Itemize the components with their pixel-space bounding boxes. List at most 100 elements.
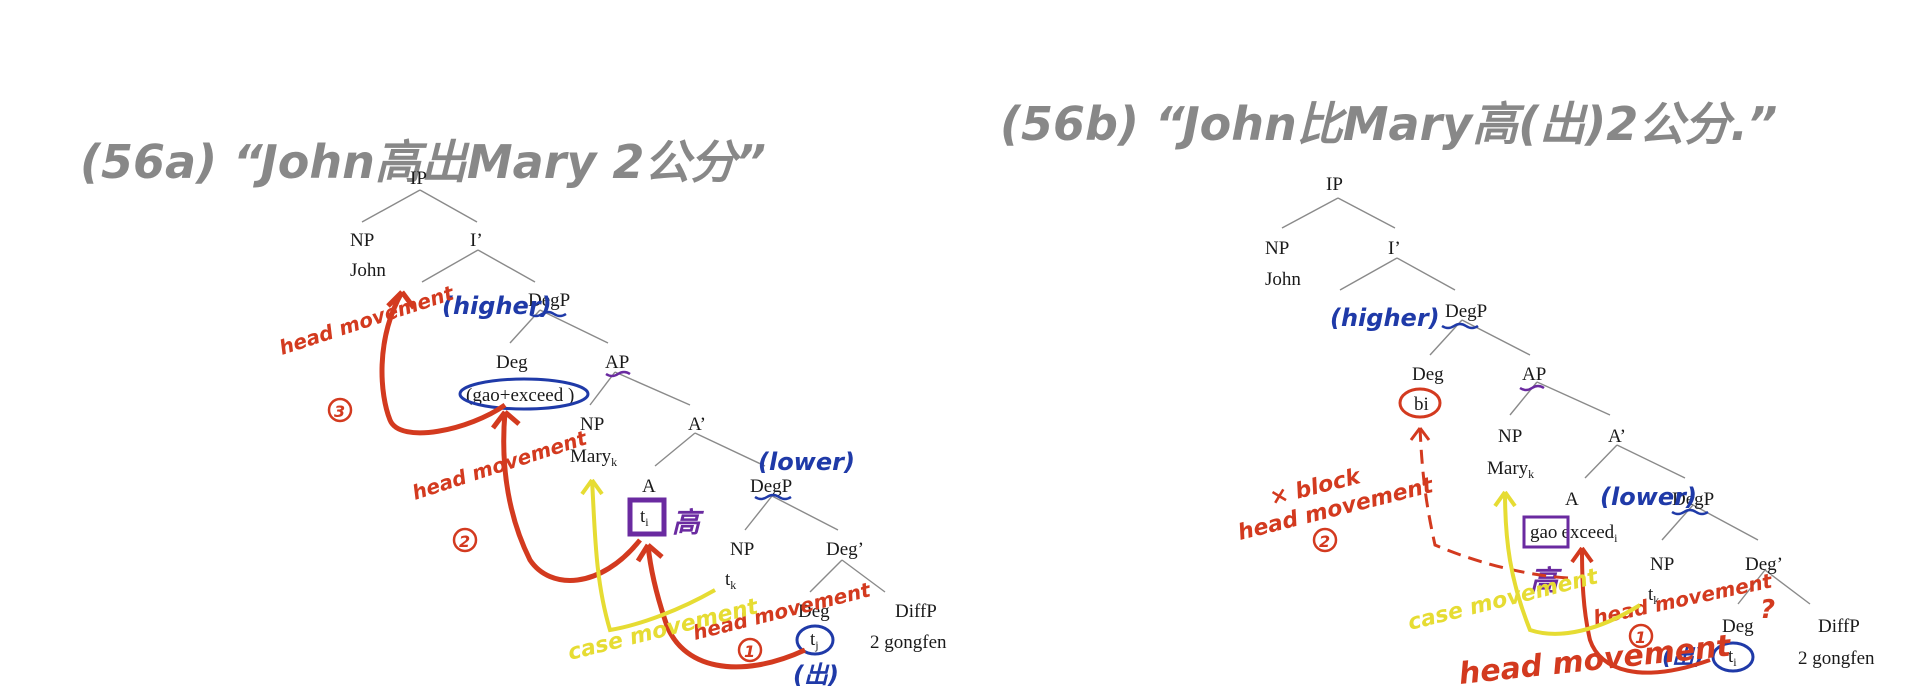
right-arrowhead-1 (1570, 546, 1594, 564)
left-arrowhead-2 (491, 410, 521, 430)
right-ap-squiggle (1519, 384, 1545, 392)
right-node-diffp: DiffP (1818, 616, 1860, 637)
right-node-ibar: I’ (1388, 238, 1401, 259)
right-node-ip: IP (1326, 174, 1343, 195)
left-note-gao: 高 (672, 506, 705, 539)
left-note-num-2: 2 (459, 532, 470, 551)
right-heading: (56b) “John比Mary高(出)2公分.” (1000, 97, 1777, 151)
right-blocked-arrowhead (1409, 427, 1431, 441)
left-node-john: John (350, 260, 386, 281)
right-degp2-squiggle (1671, 508, 1709, 516)
right-note-case-movement: case movement (1405, 564, 1602, 636)
left-degp2-squiggle (754, 493, 792, 501)
right-node-degp: DegP (1445, 301, 1487, 322)
left-node-ap: AP (605, 352, 629, 373)
left-branches (361, 189, 886, 593)
right-note-head-movement-bottom: head movement (1457, 628, 1734, 689)
right-node-gongfen: 2 gongfen (1798, 648, 1875, 669)
left-case-movement-arrow (590, 479, 716, 633)
left-node-np: NP (350, 230, 374, 251)
right-head-movement-1-arrow (1580, 547, 1711, 675)
left-note-head-movement-2: head movement (409, 425, 591, 504)
left-purple-annotations: 高 (605, 370, 705, 539)
right-tree: (56b) “John比Mary高(出)2公分.” IP NP John I’ … (1000, 97, 1875, 689)
left-ap-squiggle (605, 370, 631, 378)
left-heading: (56a) “John高出Mary 2公分” (80, 135, 766, 189)
right-blocked-arrow (1418, 427, 1569, 580)
left-blue-annotations: (higher) (lower) (出) (442, 292, 855, 689)
right-note-lower: (lower) (1600, 483, 1697, 511)
left-tree: (56a) “John高出Mary 2公分” IP NP John I’ Deg… (80, 135, 947, 689)
right-node-degp2: DegP (1672, 489, 1714, 510)
right-degp-squiggle (1441, 322, 1479, 330)
right-node-ap: AP (1522, 364, 1546, 385)
left-ti-box (627, 497, 667, 537)
right-note-num-1: 1 (1635, 628, 1646, 647)
right-node-tk: tk (1648, 584, 1659, 607)
left-tj-circle (795, 624, 835, 656)
left-node-deg2: Deg (798, 601, 830, 622)
left-degp-squiggle (529, 310, 567, 318)
right-node-bi: bi (1414, 394, 1429, 415)
left-num-2-circle (452, 527, 478, 553)
left-head-movement-1-arrow (645, 544, 807, 670)
left-note-num-1: 1 (744, 642, 755, 661)
right-ti-circle (1711, 641, 1755, 673)
left-node-mary: Maryk (570, 446, 617, 469)
right-note-higher: (higher) (1330, 304, 1440, 332)
right-branches (1281, 197, 1811, 605)
right-num-1-circle (1628, 623, 1654, 649)
left-node-ti: ti (640, 506, 649, 529)
left-head-movement-3-arrow (379, 290, 507, 436)
right-node-a: A (1565, 489, 1579, 510)
right-node-degbar: Deg’ (1745, 554, 1783, 575)
right-purple-annotations: 高 (1519, 384, 1570, 597)
left-note-chu: (出) (793, 661, 839, 689)
left-node-ibar: I’ (470, 230, 483, 251)
left-node-a: A (642, 476, 656, 497)
left-num-3-circle (327, 397, 353, 423)
right-node-abar: A’ (1608, 426, 1626, 447)
left-num-1-circle (737, 637, 763, 663)
right-note-question: ? (1760, 595, 1775, 625)
left-node-ip: IP (410, 168, 427, 189)
right-bi-circle (1398, 387, 1442, 419)
right-gao-box (1522, 515, 1570, 549)
left-note-num-3: 3 (334, 402, 345, 421)
left-node-degp2: DegP (750, 476, 792, 497)
left-arrowhead-1 (635, 543, 664, 563)
left-node-deg: Deg (496, 352, 528, 373)
left-node-diffp: DiffP (895, 601, 937, 622)
right-node-mary: Maryk (1487, 458, 1534, 481)
right-note-gao: 高 (1530, 564, 1563, 597)
left-node-tk: tk (725, 569, 736, 592)
left-note-lower: (lower) (758, 448, 855, 476)
left-case-arrowhead (580, 478, 604, 496)
right-note-num-2: 2 (1319, 532, 1330, 551)
left-node-degbar: Deg’ (826, 539, 864, 560)
left-node-np2: NP (580, 414, 604, 435)
left-head-movement-2-arrow (501, 411, 642, 583)
right-case-arrowhead (1493, 490, 1517, 508)
left-node-abar: A’ (688, 414, 706, 435)
left-node-gao-exceed: (gao+exceed ) (466, 385, 574, 406)
right-node-deg2: Deg (1722, 616, 1754, 637)
left-node-gongfen: 2 gongfen (870, 632, 947, 653)
left-node-np3: NP (730, 539, 754, 560)
right-node-np2: NP (1498, 426, 1522, 447)
right-node-ti: ti (1728, 646, 1737, 669)
right-node-deg: Deg (1412, 364, 1444, 385)
left-note-head-movement-3: head movement (276, 280, 458, 359)
left-gao-exceed-circle (458, 377, 590, 411)
right-node-john: John (1265, 269, 1301, 290)
left-arrowhead-3 (386, 290, 416, 310)
right-case-movement-arrow (1503, 491, 1642, 636)
left-node-degp: DegP (528, 290, 570, 311)
right-num-2-circle (1312, 527, 1338, 553)
right-node-np3: NP (1650, 554, 1674, 575)
left-node-tj: tj (810, 629, 819, 652)
right-node-np: NP (1265, 238, 1289, 259)
